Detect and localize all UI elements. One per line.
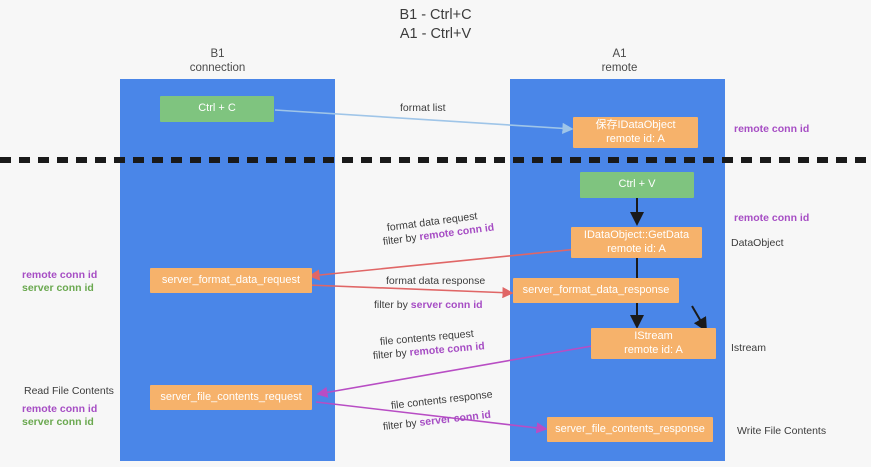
- side-label-remote-conn-id-mid: remote conn id: [734, 212, 810, 224]
- side-label-dataobject: DataObject: [731, 237, 784, 249]
- column-header-left-name: B1: [210, 48, 225, 60]
- filter-by-text: filter by: [382, 231, 421, 248]
- filter-key-server-conn-id: server conn id: [418, 408, 492, 429]
- side-label-read-file-contents: Read File Contents: [24, 385, 114, 397]
- node-ctrl-c-label: Ctrl + C: [198, 102, 236, 115]
- side-label-left-server-conn-id-bottom: server conn id: [22, 416, 94, 428]
- node-server-format-data-response[interactable]: server_format_data_response: [513, 278, 679, 303]
- node-idataobject-getdata-sub: remote id: A: [607, 242, 666, 255]
- column-header-right-role: remote: [601, 61, 638, 74]
- node-server-format-data-request[interactable]: server_format_data_request: [150, 268, 312, 293]
- column-header-left-role: connection: [189, 61, 246, 74]
- filter-key-server-conn-id: server conn id: [410, 299, 483, 311]
- node-ctrl-c[interactable]: Ctrl + C: [160, 96, 274, 122]
- column-header-right-name: A1: [612, 48, 627, 60]
- filter-by-text: filter by: [374, 299, 411, 311]
- node-idataobject-getdata[interactable]: IDataObject::GetData remote id: A: [571, 227, 702, 258]
- edge-label-format-data-response: format data response: [386, 275, 486, 287]
- node-istream-sub: remote id: A: [624, 343, 683, 356]
- node-ctrl-v[interactable]: Ctrl + V: [580, 172, 694, 198]
- edge-label-format-data-response-filter: filter by server conn id: [374, 298, 483, 312]
- node-idataobject-getdata-label: IDataObject::GetData: [583, 229, 690, 241]
- node-ctrl-v-label: Ctrl + V: [618, 178, 656, 191]
- filter-by-text: filter by: [372, 346, 411, 362]
- column-header-left: B1 connection: [150, 48, 285, 75]
- node-server-format-data-response-label: server_format_data_response: [522, 283, 670, 296]
- filter-by-text: filter by: [382, 416, 421, 433]
- node-istream-label: IStream: [634, 330, 673, 342]
- node-save-idataobject-label: 保存IDataObject: [595, 119, 676, 131]
- node-save-idataobject-sub: remote id: A: [606, 132, 665, 145]
- page-title: B1 - Ctrl+C A1 - Ctrl+V: [399, 7, 472, 42]
- phase-divider: [0, 157, 871, 163]
- side-label-left-remote-conn-id-mid: remote conn id: [22, 269, 98, 281]
- node-server-format-data-request-label: server_format_data_request: [161, 273, 301, 286]
- side-label-write-file-contents: Write File Contents: [737, 425, 827, 437]
- side-label-istream: Istream: [731, 342, 767, 354]
- side-label-left-remote-conn-id-bottom: remote conn id: [22, 403, 98, 415]
- node-server-file-contents-response-label: server_file_contents_response: [555, 422, 705, 435]
- node-istream[interactable]: IStream remote id: A: [591, 328, 716, 359]
- side-label-left-server-conn-id-mid: server conn id: [22, 282, 94, 294]
- node-server-file-contents-request[interactable]: server_file_contents_request: [150, 385, 312, 410]
- node-server-file-contents-response[interactable]: server_file_contents_response: [547, 417, 713, 442]
- edge-label-format-list: format list: [400, 102, 446, 114]
- column-header-right: A1 remote: [552, 48, 687, 75]
- side-label-remote-conn-id-top: remote conn id: [734, 123, 810, 135]
- node-server-file-contents-request-label: server_file_contents_request: [160, 390, 302, 403]
- node-save-idataobject[interactable]: 保存IDataObject remote id: A: [573, 117, 698, 148]
